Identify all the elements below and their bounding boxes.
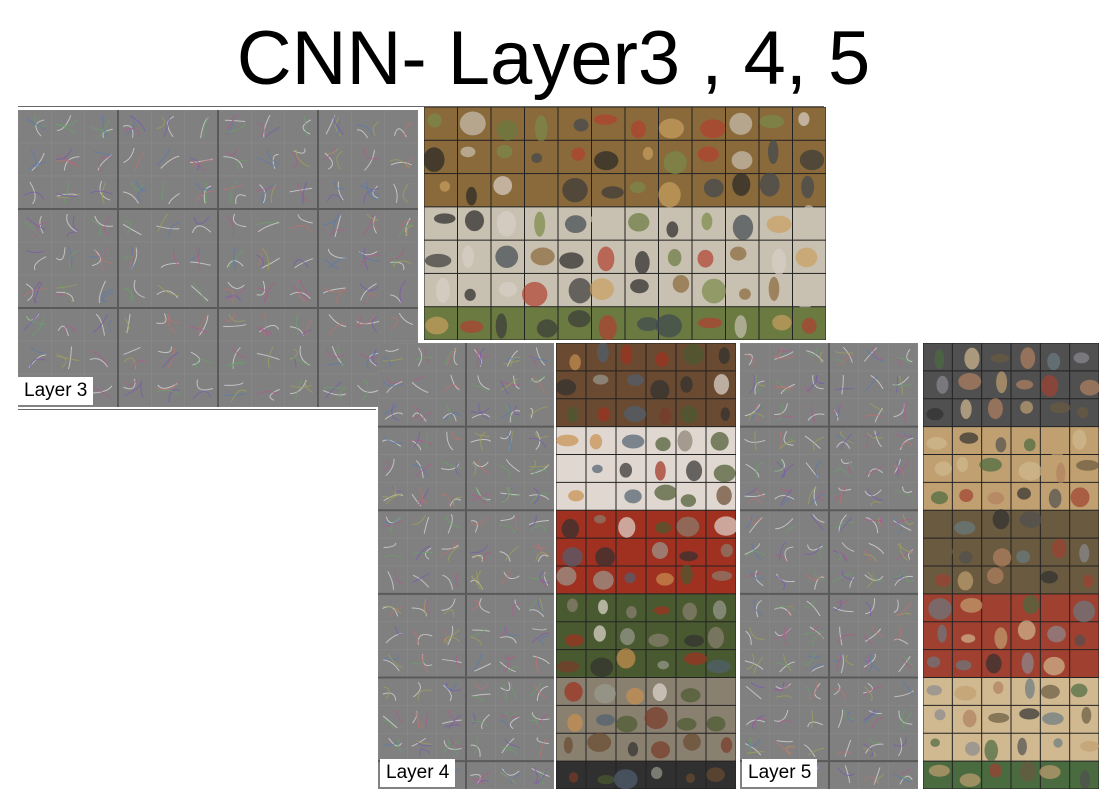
fg3-svg [18,110,418,407]
layer5-label: Layer 5 [742,759,818,787]
layer3-bottom-rule [18,409,376,410]
fg5-svg [740,343,918,789]
layer3-filter-grid [18,110,418,407]
layer3-label: Layer 3 [18,377,94,405]
layer4-filter-grid [378,343,554,789]
page-title: CNN- Layer3 , 4, 5 [236,16,871,101]
layer5-image-patches [923,343,1099,789]
layer3-top-rule [18,106,824,107]
layer4-label: Layer 4 [380,759,456,787]
ig5-svg [923,343,1099,789]
layer3-image-patches [424,107,826,340]
layer4-image-patches [556,343,736,789]
ig3-svg [424,107,826,340]
fg4-svg [378,343,554,789]
ig4-svg [556,343,736,789]
layer5-filter-grid [740,343,918,789]
